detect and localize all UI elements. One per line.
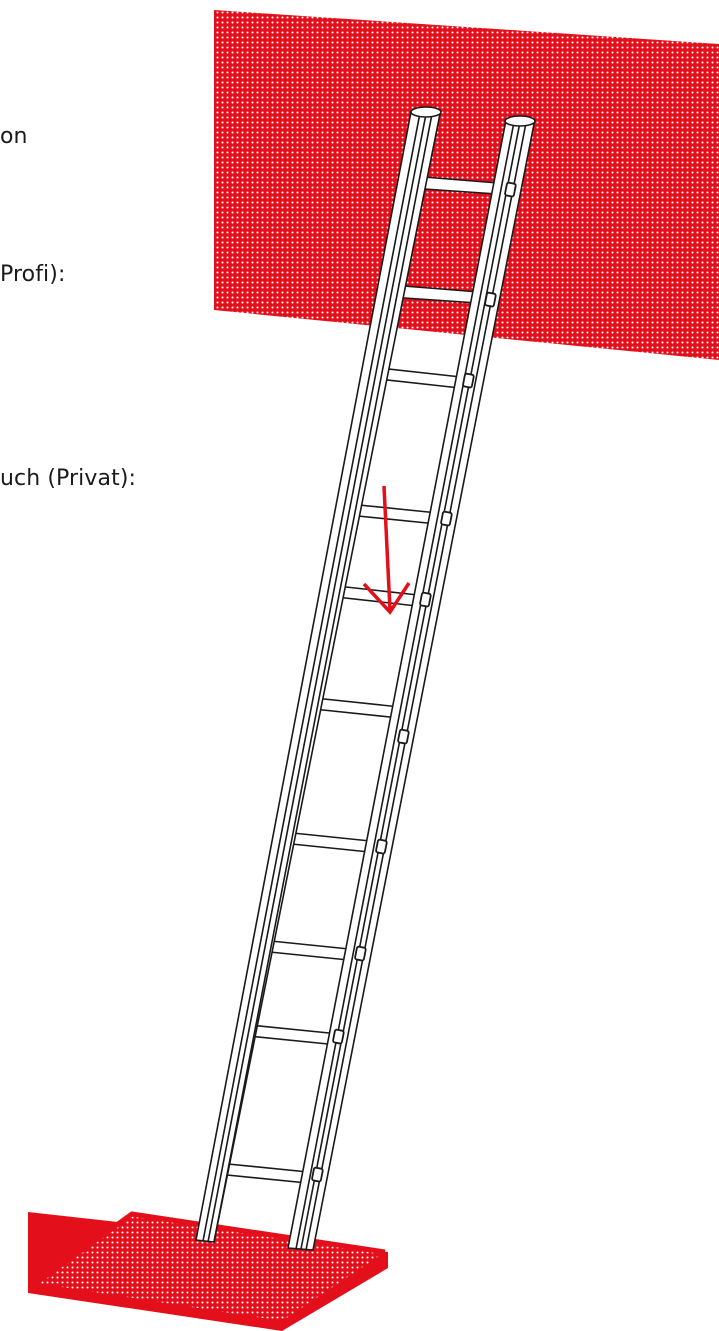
down-arrow-icon bbox=[362, 485, 411, 615]
ladder bbox=[195, 106, 536, 1251]
ladder-left-rail bbox=[195, 106, 442, 1243]
partial-label-1: on bbox=[0, 124, 28, 149]
rung-end-caps bbox=[311, 181, 517, 1183]
partial-label-2: Profi): bbox=[0, 262, 66, 287]
partial-label-3: uch (Privat): bbox=[0, 466, 137, 491]
ladder-right-rail bbox=[287, 115, 536, 1251]
